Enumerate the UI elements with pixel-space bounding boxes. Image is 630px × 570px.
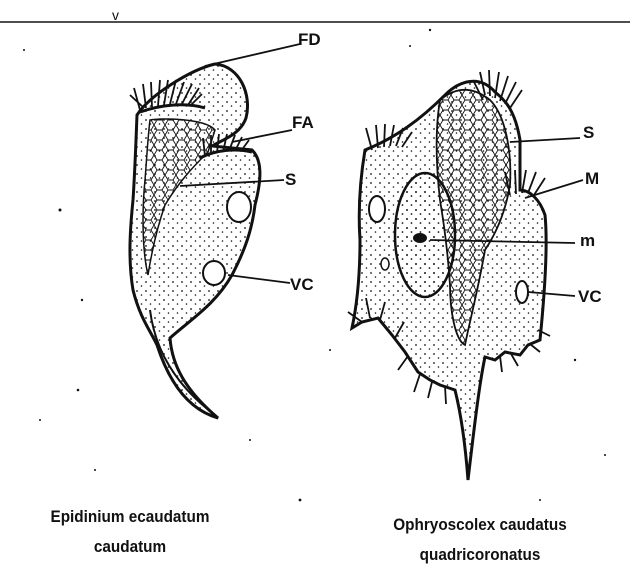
leader-fa — [232, 130, 292, 142]
top-mark: v — [112, 7, 119, 23]
ophryoscolex-vacuole-left — [369, 196, 385, 222]
caption-ophryoscolex-line2: quadricoronatus — [345, 540, 615, 570]
caption-ophryoscolex-line1: Ophryoscolex caudatus — [345, 510, 615, 540]
ophryoscolex-micronucleus — [413, 233, 427, 243]
label-s-left: S — [285, 170, 296, 189]
ophryoscolex-organism — [348, 70, 550, 480]
ophryoscolex-vacuole-small — [381, 258, 389, 270]
leader-vc-left — [228, 275, 290, 283]
epidinium-organism — [130, 64, 260, 418]
caption-ophryoscolex: Ophryoscolex caudatus quadricoronatus — [345, 510, 615, 570]
label-fd: FD — [298, 30, 321, 49]
label-vc-left: VC — [290, 275, 314, 294]
label-vc-right: VC — [578, 287, 602, 306]
label-m-upper: M — [585, 169, 599, 188]
leader-m-upper — [525, 180, 583, 198]
epidinium-vacuole-lower — [203, 261, 225, 285]
caption-epidinium-line1: Epidinium ecaudatum — [13, 502, 247, 532]
leader-fd — [205, 44, 300, 66]
label-s-right: S — [583, 123, 594, 142]
caption-epidinium: Epidinium ecaudatum caudatum — [13, 502, 247, 562]
label-fa: FA — [292, 113, 314, 132]
label-m-lower: m — [580, 231, 595, 250]
epidinium-vacuole-upper — [227, 192, 251, 222]
ophryoscolex-vacuole-right — [516, 281, 528, 303]
caption-epidinium-line2: caudatum — [13, 532, 247, 562]
